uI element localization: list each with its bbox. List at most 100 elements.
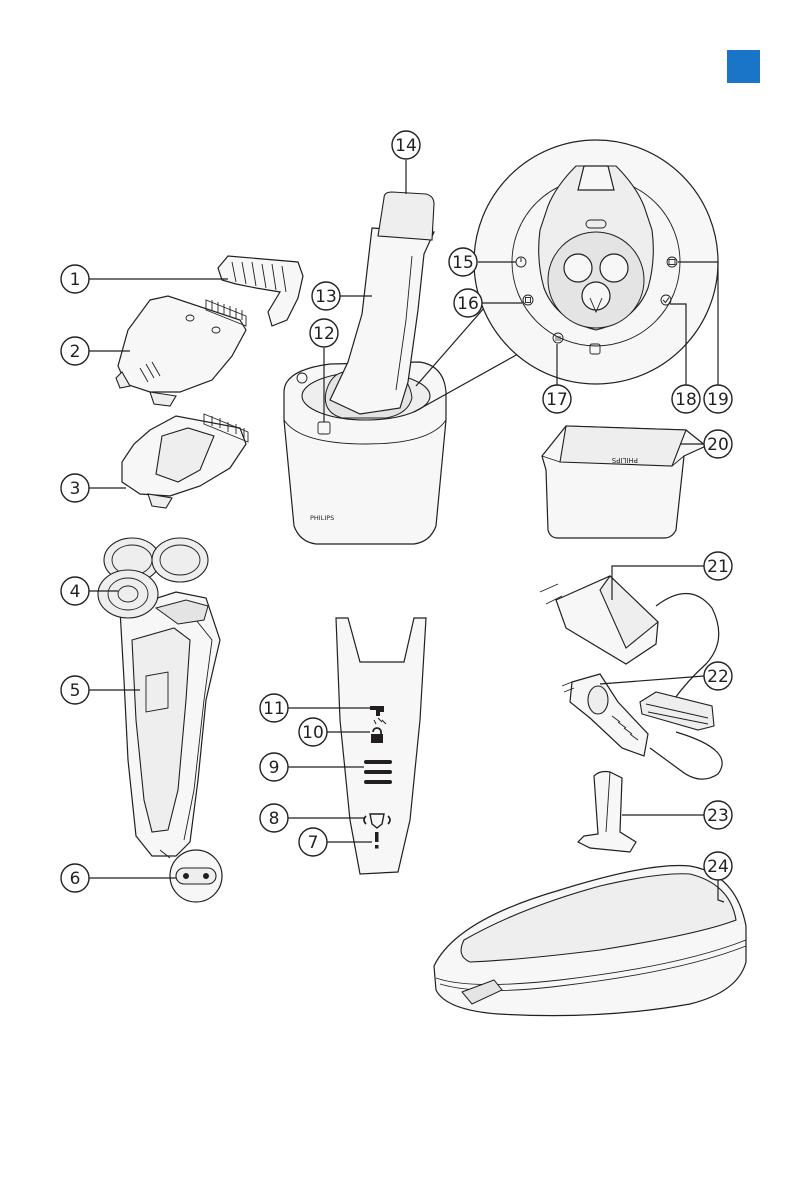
shaving-head-replace-icon [363, 813, 391, 829]
part-number: 23 [707, 806, 729, 826]
part-label-1: 1 [60, 264, 90, 294]
part-label-circle [259, 752, 289, 782]
part-number: 14 [395, 136, 417, 156]
part-number: 20 [707, 435, 729, 455]
part-label-circle [60, 336, 90, 366]
part-label-circle [60, 473, 90, 503]
part-label-circle [671, 384, 701, 414]
part-label-17: 17 [542, 384, 572, 414]
part-label-19: 19 [703, 384, 733, 414]
charging-stand [576, 770, 637, 853]
part-label-12: 12 [309, 318, 339, 348]
travel-pouch [433, 864, 747, 1017]
part-label-circle [703, 384, 733, 414]
part-label-circle [703, 800, 733, 830]
cleaning-station-icon [589, 343, 601, 355]
part-label-8: 8 [259, 803, 289, 833]
shaver-display-panel [335, 617, 427, 875]
lock-icon [371, 727, 383, 743]
part-label-21: 21 [703, 551, 733, 581]
part-label-circle [298, 717, 328, 747]
part-number: 18 [675, 390, 697, 410]
language-tab-marker [727, 50, 760, 83]
part-label-3: 3 [60, 473, 90, 503]
part-number: 3 [70, 479, 81, 499]
leader-lines [89, 160, 725, 903]
drying-icon [552, 332, 564, 344]
shaver-socket-detail [159, 849, 223, 903]
part-label-20: 20 [703, 429, 733, 459]
faucet-icon [370, 706, 387, 725]
power-adapter [539, 575, 723, 780]
part-label-circle [453, 288, 483, 318]
shaver [97, 537, 221, 857]
part-label-11: 11 [259, 693, 289, 723]
part-number: 1 [70, 270, 81, 290]
part-label-circle [259, 803, 289, 833]
part-label-22: 22 [703, 661, 733, 691]
part-number: 9 [269, 758, 280, 778]
part-number: 22 [707, 667, 729, 687]
part-label-13: 13 [311, 281, 341, 311]
part-label-24: 24 [703, 851, 733, 881]
part-number: 24 [707, 857, 729, 877]
part-label-circle [259, 693, 289, 723]
part-label-circle [298, 827, 328, 857]
part-number: 13 [315, 287, 337, 307]
part-number: 21 [707, 557, 729, 577]
part-label-23: 23 [703, 800, 733, 830]
brand-logo: PHILIPS [310, 514, 334, 522]
part-number: 8 [269, 809, 280, 829]
shaver-plug [561, 673, 649, 757]
part-label-circle [309, 318, 339, 348]
part-label-6: 6 [60, 863, 90, 893]
part-label-circle [60, 264, 90, 294]
part-label-circle [703, 429, 733, 459]
battery-level-icon [364, 760, 392, 784]
part-label-14: 14 [391, 130, 421, 160]
cartridge-brand-logo: PHILIPS [611, 456, 638, 464]
part-label-circle [703, 551, 733, 581]
station-control-panel-detail [473, 139, 719, 385]
part-number: 4 [70, 582, 81, 602]
part-label-16: 16 [453, 288, 483, 318]
beard-styler-comb [217, 255, 304, 327]
part-number: 12 [313, 324, 335, 344]
part-label-4: 4 [60, 576, 90, 606]
part-number: 2 [70, 342, 81, 362]
part-label-9: 9 [259, 752, 289, 782]
part-number: 11 [263, 699, 285, 719]
part-label-7: 7 [298, 827, 328, 857]
part-label-circle [60, 675, 90, 705]
part-label-circle [60, 863, 90, 893]
part-number: 10 [302, 723, 324, 743]
part-number: 16 [457, 294, 479, 314]
part-number: 19 [707, 390, 729, 410]
part-label-circle [311, 281, 341, 311]
cleaning-cartridge: PHILIPS [541, 425, 708, 539]
precision-trimmer-attachment [121, 413, 249, 509]
part-label-10: 10 [298, 717, 328, 747]
part-number: 17 [546, 390, 568, 410]
part-label-5: 5 [60, 675, 90, 705]
part-label-circle [703, 851, 733, 881]
cartridge-icon [666, 256, 678, 268]
part-label-18: 18 [671, 384, 701, 414]
part-number: 7 [308, 833, 319, 853]
part-label-2: 2 [60, 336, 90, 366]
exclamation-icon [375, 832, 379, 849]
part-label-circle [703, 661, 733, 691]
checkmark-icon [660, 294, 672, 306]
part-label-circle [391, 130, 421, 160]
part-label-15: 15 [448, 247, 478, 277]
part-label-circle [542, 384, 572, 414]
beard-styler-attachment [115, 295, 247, 407]
part-label-circle [60, 576, 90, 606]
part-number: 15 [452, 253, 474, 273]
cleaning-station: PHILIPS [283, 191, 519, 545]
part-number: 6 [70, 869, 81, 889]
cleaning-cycle-icon [522, 294, 534, 306]
